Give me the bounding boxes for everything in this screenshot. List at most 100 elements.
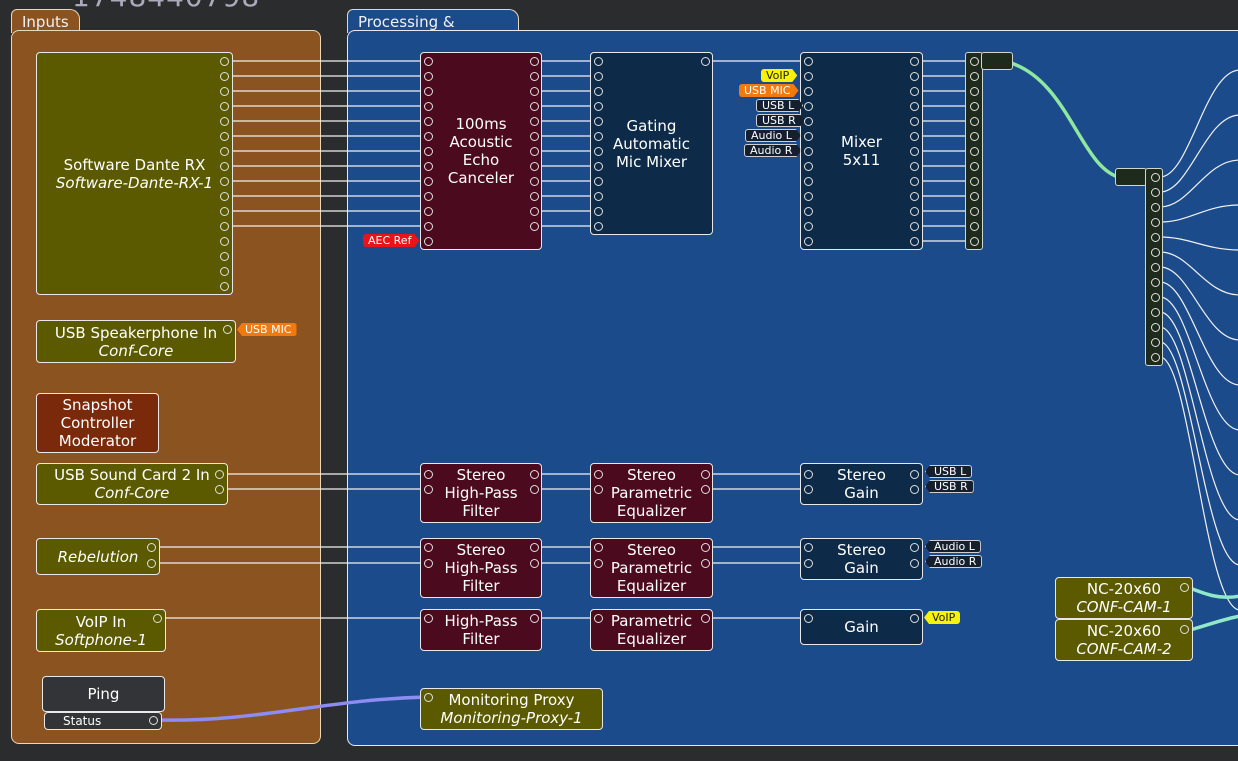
dante-output-port[interactable] (219, 71, 229, 81)
bus-strip-port[interactable] (969, 176, 979, 186)
gain2-tag-audio-r[interactable]: Audio R (925, 555, 983, 568)
camera-block-2[interactable]: NC-20x60 CONF-CAM-2 (1055, 619, 1193, 661)
aec-ref-tag[interactable]: AEC Ref (363, 234, 419, 247)
ping-block[interactable]: Ping (42, 676, 165, 712)
peq2-output-port-l[interactable] (700, 542, 710, 552)
stereo-hpf-block-2[interactable]: Stereo High-Pass Filter (420, 538, 542, 598)
dante-output-port[interactable] (219, 251, 229, 261)
gating-input-port[interactable] (593, 191, 603, 201)
mixer-input-port[interactable] (803, 71, 813, 81)
bus-strip-port[interactable] (969, 71, 979, 81)
dante-output-port[interactable] (219, 56, 229, 66)
hpf1-output-port-l[interactable] (529, 469, 539, 479)
dante-output-port[interactable] (219, 131, 229, 141)
mixer-output-bus-head[interactable] (981, 52, 1013, 70)
mixer-output-port[interactable] (909, 161, 919, 171)
gating-input-port[interactable] (593, 176, 603, 186)
rebelution-block[interactable]: Rebelution (36, 538, 160, 575)
gating-input-port[interactable] (593, 101, 603, 111)
aec-input-port[interactable] (423, 71, 433, 81)
aec-output-port[interactable] (529, 101, 539, 111)
aec-input-port[interactable] (423, 161, 433, 171)
rebelution-output-port-l[interactable] (146, 542, 156, 552)
stereo-gain-block-2[interactable]: Stereo Gain (800, 538, 923, 580)
gain3-output-port[interactable] (909, 613, 919, 623)
gating-input-port[interactable] (593, 71, 603, 81)
gating-input-port[interactable] (593, 116, 603, 126)
dante-output-port[interactable] (219, 236, 229, 246)
bus-strip-port[interactable] (969, 191, 979, 201)
mixer-input-port[interactable] (803, 161, 813, 171)
camera2-output-port[interactable] (1179, 624, 1189, 634)
mixer-input-port[interactable] (803, 236, 813, 246)
stereo-peq-block-2[interactable]: Stereo Parametric Equalizer (590, 538, 713, 598)
gain3-input-port[interactable] (803, 613, 813, 623)
dante-output-port[interactable] (219, 206, 229, 216)
hpf1-input-port-l[interactable] (423, 469, 433, 479)
gain1-output-port-r[interactable] (909, 484, 919, 494)
mixer-tag-voip[interactable]: VoIP (761, 69, 797, 82)
aec-output-port[interactable] (529, 161, 539, 171)
dante-output-port[interactable] (219, 161, 229, 171)
mixer-input-port[interactable] (803, 131, 813, 141)
fanout-port[interactable] (1150, 247, 1160, 257)
ping-status-port[interactable] (148, 715, 158, 725)
aec-input-port[interactable] (423, 221, 433, 231)
aec-input-port[interactable] (423, 206, 433, 216)
bus-strip-port[interactable] (969, 86, 979, 96)
usb-sound-output-port-r[interactable] (214, 484, 224, 494)
fanout-port[interactable] (1150, 352, 1160, 362)
mixer-output-port[interactable] (909, 191, 919, 201)
mixer-block[interactable]: Mixer 5x11 (800, 52, 923, 250)
aec-input-port[interactable] (423, 116, 433, 126)
hpf2-output-port-l[interactable] (529, 542, 539, 552)
aec-output-port[interactable] (529, 71, 539, 81)
hpf2-input-port-l[interactable] (423, 542, 433, 552)
gating-input-port[interactable] (593, 146, 603, 156)
peq2-input-port-l[interactable] (593, 542, 603, 552)
gain1-tag-usb-r[interactable]: USB R (925, 480, 974, 493)
aec-output-port[interactable] (529, 221, 539, 231)
fanout-port[interactable] (1150, 277, 1160, 287)
gain2-input-port-r[interactable] (803, 558, 813, 568)
gain1-output-port-l[interactable] (909, 469, 919, 479)
mixer-input-port[interactable] (803, 176, 813, 186)
usb-mic-output-tag[interactable]: USB MIC (237, 323, 297, 336)
cam2-wire[interactable] (1189, 614, 1238, 632)
hpf2-output-port-r[interactable] (529, 558, 539, 568)
group-tab-inputs[interactable]: Inputs (11, 9, 80, 33)
mixer-output-port[interactable] (909, 71, 919, 81)
dante-output-port[interactable] (219, 176, 229, 186)
bus-strip-port[interactable] (969, 206, 979, 216)
usb-speakerphone-block[interactable]: USB Speakerphone In Conf-Core (36, 320, 236, 363)
bus-strip-port[interactable] (969, 131, 979, 141)
aec-input-port[interactable] (423, 86, 433, 96)
fanout-port[interactable] (1150, 232, 1160, 242)
hpf1-input-port-r[interactable] (423, 484, 433, 494)
dante-output-port[interactable] (219, 221, 229, 231)
aec-output-port[interactable] (529, 116, 539, 126)
hpf2-input-port-r[interactable] (423, 558, 433, 568)
mixer-input-port[interactable] (803, 56, 813, 66)
mixer-output-port[interactable] (909, 176, 919, 186)
mixer-input-port[interactable] (803, 221, 813, 231)
gain2-input-port-l[interactable] (803, 542, 813, 552)
peq3-input-port[interactable] (593, 613, 603, 623)
voip-in-block[interactable]: VoIP In Softphone-1 (36, 609, 166, 652)
green-bus-wire[interactable] (1007, 60, 1123, 180)
gating-input-port[interactable] (593, 86, 603, 96)
monitoring-input-port[interactable] (423, 692, 433, 702)
peq3-output-port[interactable] (700, 613, 710, 623)
mixer-output-port[interactable] (909, 221, 919, 231)
gating-input-port[interactable] (593, 206, 603, 216)
aec-input-port[interactable] (423, 56, 433, 66)
fanout-port[interactable] (1150, 172, 1160, 182)
mixer-input-port[interactable] (803, 116, 813, 126)
bus-strip-port[interactable] (969, 56, 979, 66)
usb-sound-card-block[interactable]: USB Sound Card 2 In Conf-Core (36, 463, 228, 505)
stereo-hpf-block-1[interactable]: Stereo High-Pass Filter (420, 463, 542, 523)
hpf3-input-port[interactable] (423, 613, 433, 623)
software-dante-rx-block[interactable]: Software Dante RX Software-Dante-RX-1 (36, 52, 233, 295)
aec-output-port[interactable] (529, 176, 539, 186)
bus-strip-port[interactable] (969, 161, 979, 171)
